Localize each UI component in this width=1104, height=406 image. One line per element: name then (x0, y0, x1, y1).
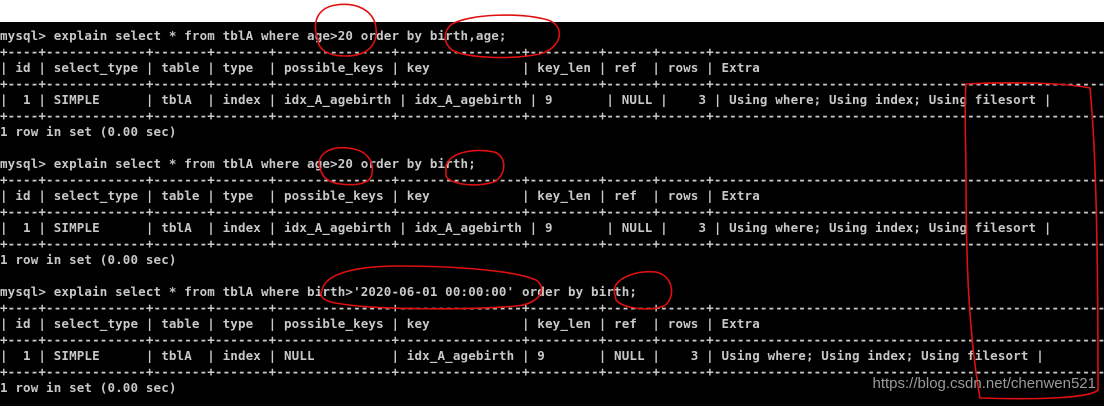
table-border-1c: +----+-------------+-------+-------+----… (0, 108, 1104, 123)
table-border-3b: +----+-------------+-------+-------+----… (0, 332, 1104, 347)
table-border-1a: +----+-------------+-------+-------+----… (0, 44, 1104, 59)
table-row-1: | 1 | SIMPLE | tblA | index | idx_A_ageb… (0, 92, 1052, 107)
command-line-1: mysql> explain select * from tblA where … (0, 28, 507, 43)
result-summary-2: 1 row in set (0.00 sec) (0, 252, 177, 267)
result-summary-3: 1 row in set (0.00 sec) (0, 380, 177, 395)
table-border-2a: +----+-------------+-------+-------+----… (0, 172, 1104, 187)
table-border-3c: +----+-------------+-------+-------+----… (0, 364, 1104, 379)
table-header-2: | id | select_type | table | type | poss… (0, 188, 1104, 203)
source-watermark: https://blog.csdn.net/chenwen521 (872, 375, 1097, 392)
table-border-1b: +----+-------------+-------+-------+----… (0, 76, 1104, 91)
table-header-1: | id | select_type | table | type | poss… (0, 60, 1104, 75)
terminal-window[interactable]: mysql> explain select * from tblA where … (0, 22, 1104, 406)
table-row-2: | 1 | SIMPLE | tblA | index | idx_A_ageb… (0, 220, 1052, 235)
table-row-3: | 1 | SIMPLE | tblA | index | NULL | idx… (0, 348, 1044, 363)
result-summary-1: 1 row in set (0.00 sec) (0, 124, 177, 139)
table-border-2b: +----+-------------+-------+-------+----… (0, 204, 1104, 219)
command-line-2: mysql> explain select * from tblA where … (0, 156, 476, 171)
table-border-2c: +----+-------------+-------+-------+----… (0, 236, 1104, 251)
table-border-3a: +----+-------------+-------+-------+----… (0, 300, 1104, 315)
command-line-3: mysql> explain select * from tblA where … (0, 284, 638, 299)
table-header-3: | id | select_type | table | type | poss… (0, 316, 1104, 331)
